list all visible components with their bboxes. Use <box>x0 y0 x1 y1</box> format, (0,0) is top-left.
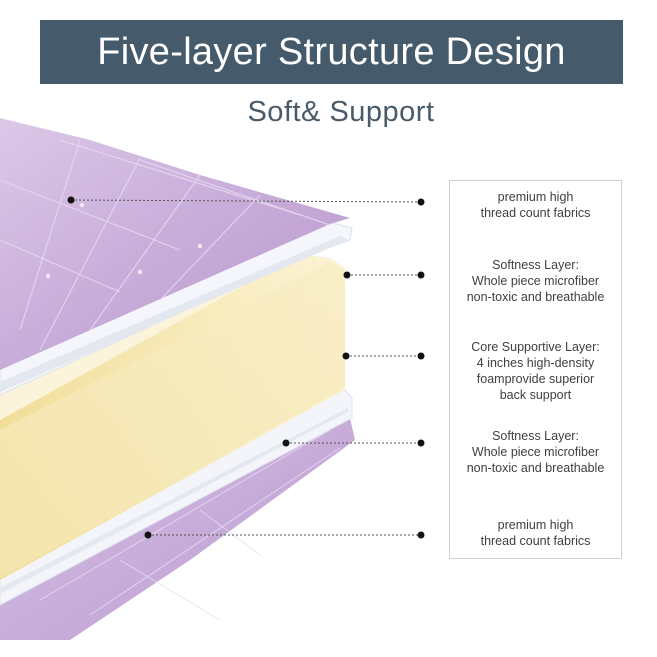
label-line: Core Supportive Layer: <box>471 340 600 354</box>
label-line: Whole piece microfiber <box>471 274 600 288</box>
label-line: back support <box>499 388 572 402</box>
label-line: non-toxic and breathable <box>466 461 605 475</box>
label-line: premium high <box>497 190 574 204</box>
leader-lines <box>70 199 422 536</box>
layer-label-top-softness: Softness Layer: Whole piece microfiber n… <box>449 257 622 305</box>
layer-label-top-fabric: premium high thread count fabrics <box>449 189 622 221</box>
top-quilt-stitching <box>0 139 331 351</box>
label-line: non-toxic and breathable <box>466 290 605 304</box>
top-fabric-layer <box>0 118 350 370</box>
page-subtitle: Soft& Support <box>247 96 435 128</box>
leader-dots <box>67 196 425 539</box>
label-line: premium high <box>497 518 574 532</box>
label-line: Softness Layer: <box>492 258 579 272</box>
label-line: thread count fabrics <box>480 206 591 220</box>
quilt-tufts <box>45 202 203 279</box>
label-line: 4 inches high-density <box>476 356 595 370</box>
layer-label-bottom-fabric: premium high thread count fabrics <box>449 517 622 549</box>
label-line: foamprovide superior <box>476 372 595 386</box>
page-title: Five-layer Structure Design <box>97 30 566 73</box>
layer-label-bottom-softness: Softness Layer: Whole piece microfiber n… <box>449 428 622 476</box>
layer-label-core: Core Supportive Layer: 4 inches high-den… <box>449 339 622 403</box>
layer-info-box <box>449 180 622 559</box>
bottom-quilt-stitching <box>39 429 341 621</box>
label-line: Softness Layer: <box>492 429 579 443</box>
label-line: Whole piece microfiber <box>471 445 600 459</box>
title-banner: Five-layer Structure Design <box>40 20 623 84</box>
label-line: thread count fabrics <box>480 534 591 548</box>
